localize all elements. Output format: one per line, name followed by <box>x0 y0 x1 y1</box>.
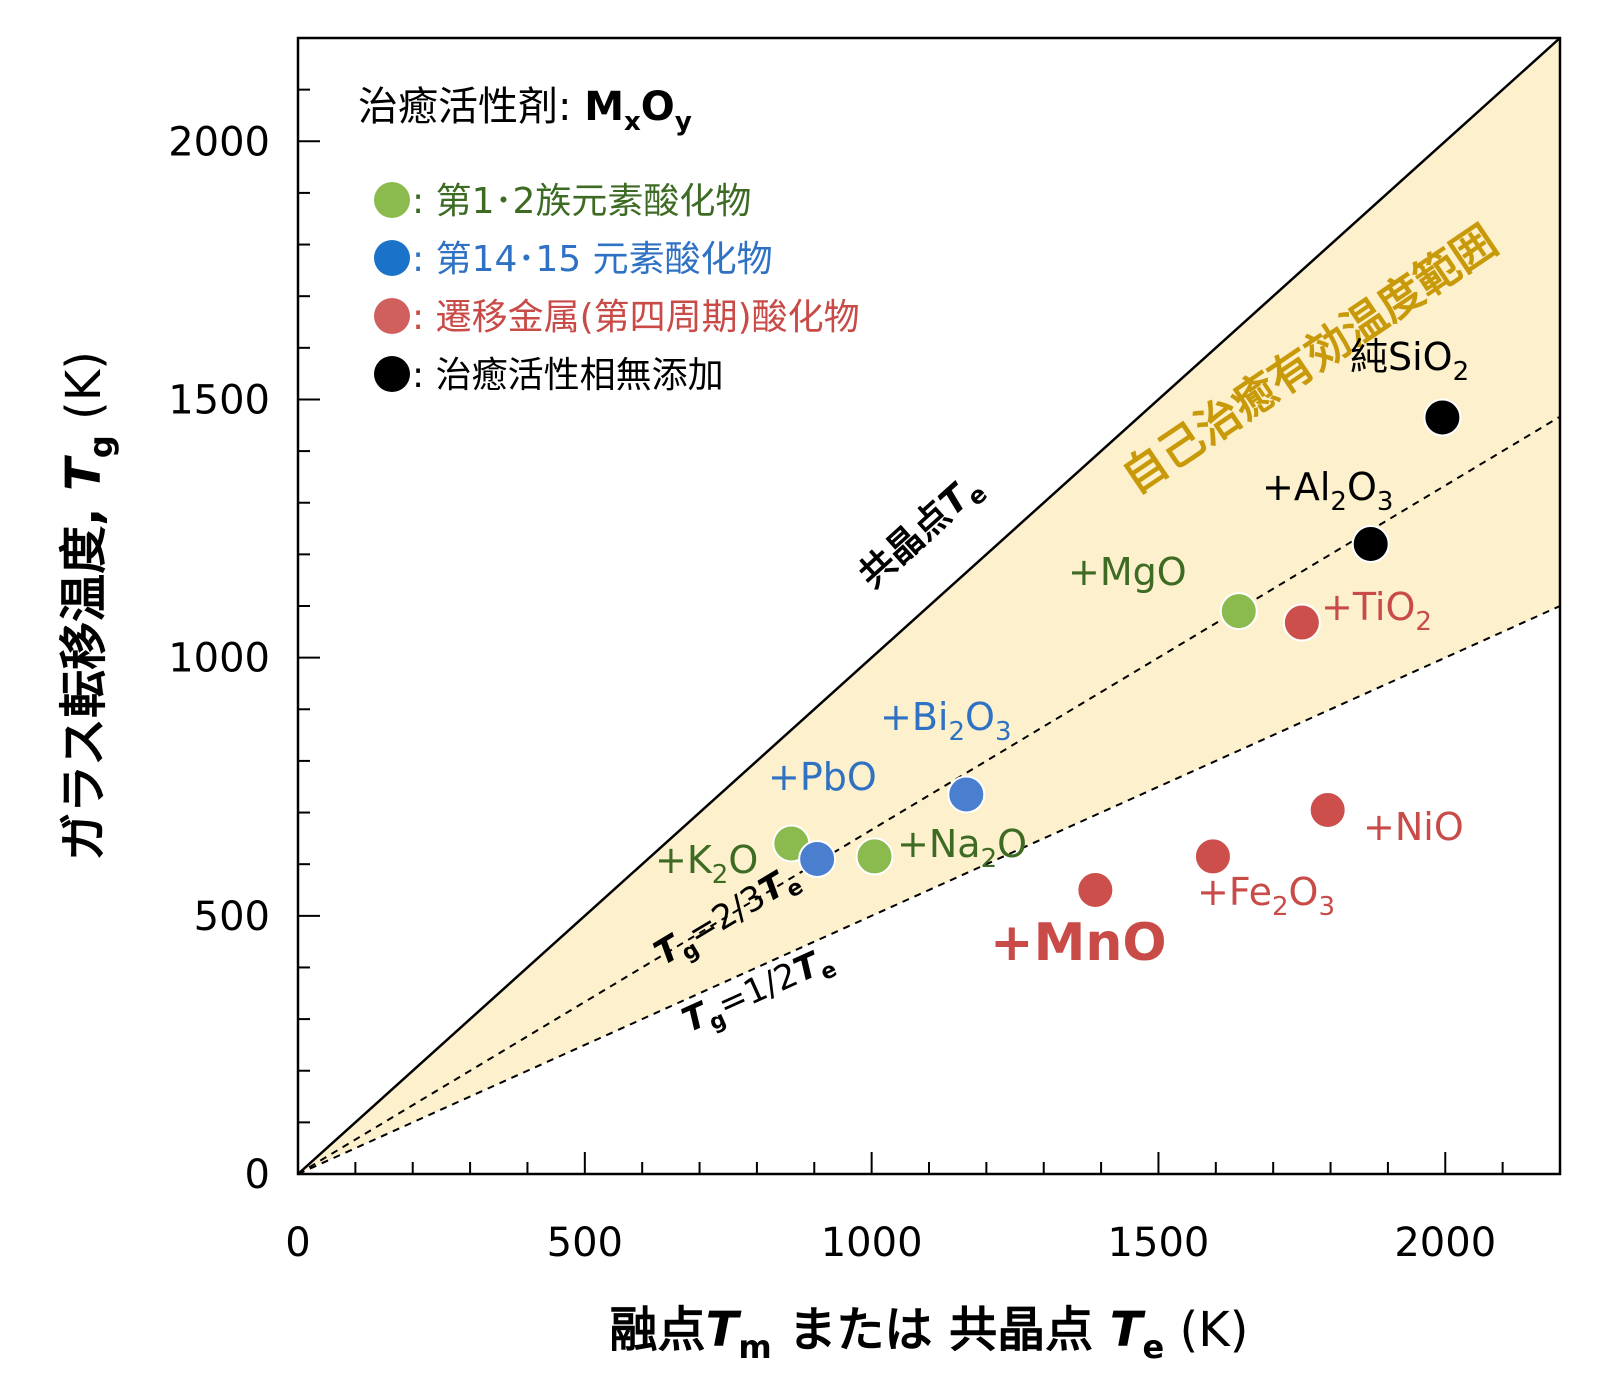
point-group1415 <box>798 840 837 879</box>
point-label: +Bi2O3 <box>880 695 1011 747</box>
x-tick-label: 500 <box>547 1220 623 1266</box>
x-tick-label: 1500 <box>1108 1220 1210 1266</box>
legend-marker <box>374 356 410 392</box>
point-group12 <box>1219 592 1258 631</box>
axis-titles: 融点Tm または 共晶点 Te (K) ガラス転移温度, Tg (K) <box>56 351 1248 1366</box>
tick-labels: 0 500 1000 1500 2000 0 500 1000 1500 2000 <box>168 119 1496 1266</box>
line-one-half <box>298 605 1560 1174</box>
point-label: +TiO2 <box>1321 585 1432 637</box>
y-tick-label: 0 <box>245 1152 270 1198</box>
legend-entry-label: : 治癒活性相無添加 <box>412 355 724 396</box>
legend-marker <box>374 298 410 334</box>
point-transition <box>1193 837 1232 876</box>
point-label: +MnO <box>990 913 1167 973</box>
y-tick-label: 1000 <box>168 636 270 682</box>
point-none <box>1351 525 1390 564</box>
point-label: +PbO <box>768 755 877 799</box>
point-label: +Fe2O3 <box>1197 870 1335 922</box>
point-label: +Na2O <box>897 822 1027 874</box>
legend-marker <box>374 240 410 276</box>
legend-title: 治癒活性剤: MxOy <box>358 84 692 137</box>
point-none <box>1423 398 1462 437</box>
legend: 治癒活性剤: MxOy : 第1･2族元素酸化物 : 第14･15 元素酸化物 : 遷… <box>358 84 860 396</box>
x-tick-label: 1000 <box>821 1220 923 1266</box>
point-label: +K2O <box>655 838 758 890</box>
line-eutectic <box>298 38 1560 1174</box>
point-label: +Al2O3 <box>1262 465 1393 517</box>
point-transition <box>1282 603 1321 642</box>
y-tick-label: 1500 <box>168 377 270 423</box>
legend-marker <box>374 182 410 218</box>
line-two-thirds <box>298 415 1560 1174</box>
data-points: +K2O +Na2O +MgO +PbO+Bi2O3 +MnO +Fe2O3 +TiO2 +N… <box>655 335 1469 973</box>
x-tick-label: 0 <box>285 1220 310 1266</box>
reference-lines <box>298 38 1560 1174</box>
point-label: +NiO <box>1363 805 1464 849</box>
point-transition <box>1308 790 1347 829</box>
point-transition <box>1076 871 1115 909</box>
y-axis-title: ガラス転移温度, Tg (K) <box>56 351 120 861</box>
point-group1415 <box>947 775 986 814</box>
axis-ticks <box>298 88 1504 1174</box>
y-tick-label: 2000 <box>168 119 270 165</box>
point-group12 <box>855 837 894 876</box>
legend-entry-label: : 第1･2族元素酸化物 <box>412 181 751 222</box>
point-label: 純SiO2 <box>1350 335 1469 387</box>
x-axis-title: 融点Tm または 共晶点 Te (K) <box>610 1302 1249 1366</box>
legend-entry-label: : 第14･15 元素酸化物 <box>412 239 773 280</box>
y-tick-label: 500 <box>194 894 270 940</box>
point-label: +MgO <box>1068 550 1187 594</box>
legend-entry-label: : 遷移金属(第四周期)酸化物 <box>412 297 860 338</box>
x-tick-label: 2000 <box>1394 1220 1496 1266</box>
